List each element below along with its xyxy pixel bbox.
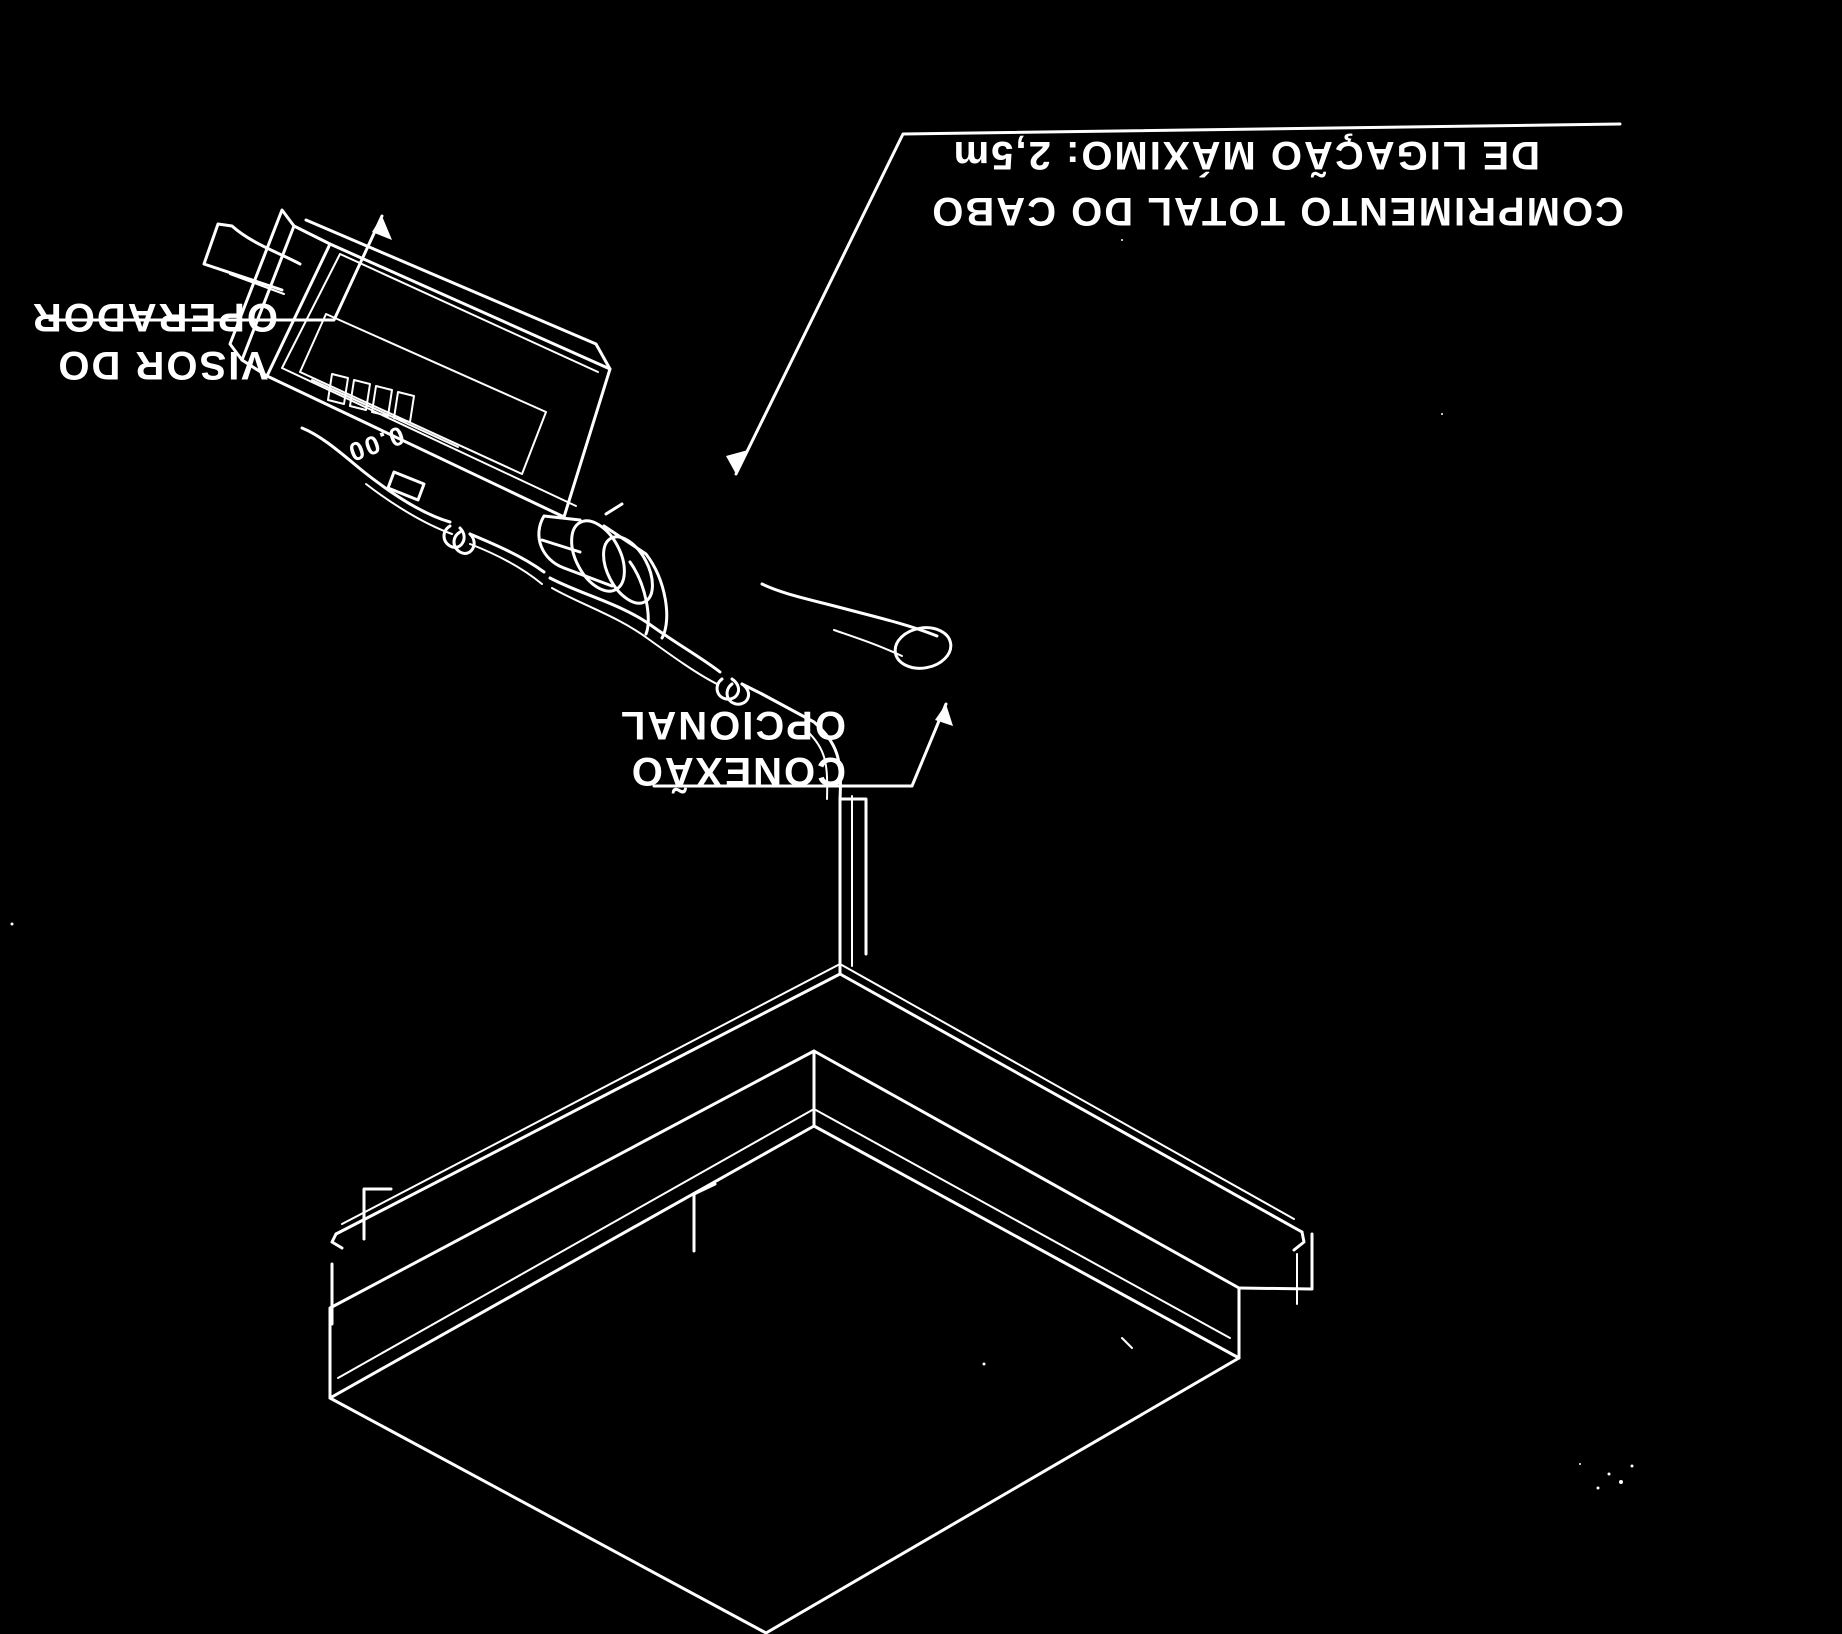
label-connector: OPCIONAL CONEXÃO bbox=[619, 703, 846, 795]
label-display-line1: VISOR DO bbox=[56, 343, 268, 387]
label-cable-line1: COMPRIMENTO TOTAL DO CABO bbox=[930, 189, 1624, 233]
leader-lines bbox=[48, 122, 1622, 788]
cable bbox=[300, 426, 546, 585]
label-cable-line2: DE LIGAÇÃO MÁXIMO: 2,5m bbox=[952, 133, 1540, 179]
scan-noise bbox=[10, 239, 1634, 1490]
label-cable: COMPRIMENTO TOTAL DO CABO DE LIGAÇÃO MÁX… bbox=[930, 133, 1624, 233]
label-connector-line1: OPCIONAL bbox=[619, 703, 846, 747]
label-connector-line2: CONEXÃO bbox=[630, 749, 846, 795]
label-display: VISOR DO OPERADOR bbox=[31, 295, 278, 387]
optional-connector bbox=[537, 502, 953, 685]
display-digits bbox=[327, 373, 415, 423]
platform-scale bbox=[328, 677, 1314, 1634]
operator-display bbox=[202, 208, 612, 519]
label-display-line2: OPERADOR bbox=[31, 295, 278, 339]
